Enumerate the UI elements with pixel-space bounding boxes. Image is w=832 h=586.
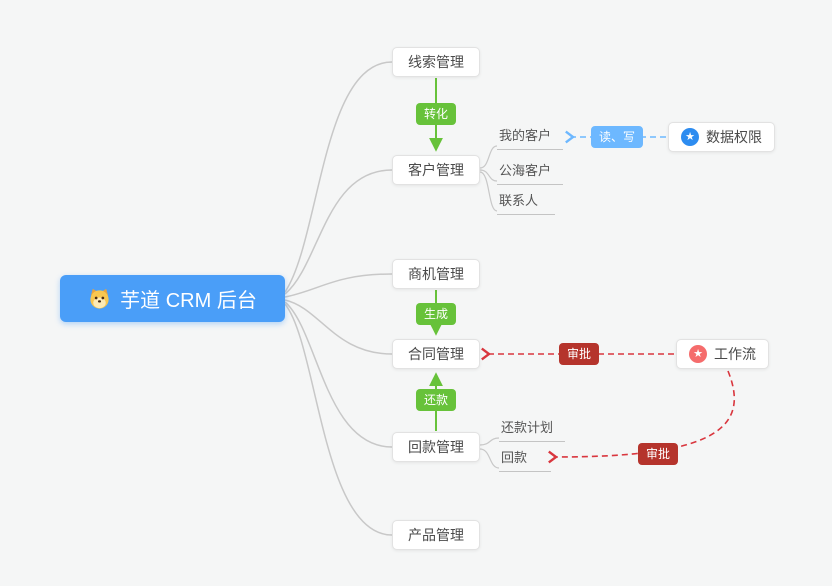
- edge-label-repay[interactable]: 还款: [415, 389, 457, 411]
- node-label: 回款管理: [408, 439, 464, 455]
- edge-receivable-repayment-plan: [479, 437, 500, 446]
- edge-label-approve-contract[interactable]: 审批: [558, 343, 600, 365]
- edge-root-business: [284, 273, 393, 298]
- edge-label-convert[interactable]: 转化: [415, 103, 457, 125]
- node-receivable-management[interactable]: 回款管理: [392, 432, 480, 462]
- node-label: 线索管理: [408, 54, 464, 70]
- star-icon: ★: [689, 345, 707, 363]
- edge-label-approve-repayment[interactable]: 审批: [637, 443, 679, 465]
- node-label: 产品管理: [408, 527, 464, 543]
- node-customer-management[interactable]: 客户管理: [392, 155, 480, 185]
- edge-customer-my-customer: [479, 145, 498, 169]
- edge-root-product: [284, 303, 393, 536]
- node-label: 商机管理: [408, 266, 464, 282]
- node-workflow[interactable]: ★ 工作流: [676, 339, 769, 369]
- node-label: 客户管理: [408, 162, 464, 178]
- root-label: 芋道 CRM 后台: [120, 290, 257, 312]
- edge-root-receivable: [284, 301, 393, 448]
- node-lead-management[interactable]: 线索管理: [392, 47, 480, 77]
- node-data-permission[interactable]: ★ 数据权限: [668, 122, 775, 152]
- subnode-contact[interactable]: 联系人: [497, 190, 555, 215]
- edge-root-contract: [284, 299, 393, 355]
- star-icon: ★: [681, 128, 699, 146]
- node-label: 合同管理: [408, 346, 464, 362]
- dog-face-icon: [90, 288, 109, 309]
- edge-receivable-repayment: [479, 448, 500, 469]
- node-label: 数据权限: [706, 129, 762, 145]
- node-product-management[interactable]: 产品管理: [392, 520, 480, 550]
- edge-customer-contact: [479, 171, 498, 212]
- edge-root-customer: [284, 169, 393, 295]
- node-business-management[interactable]: 商机管理: [392, 259, 480, 289]
- edge-label-read-write[interactable]: 读、写: [590, 126, 644, 148]
- node-label: 工作流: [714, 346, 756, 362]
- node-contract-management[interactable]: 合同管理: [392, 339, 480, 369]
- edge-customer-public-customer: [479, 169, 498, 182]
- subnode-repayment[interactable]: 回款: [499, 447, 551, 472]
- edge-label-generate[interactable]: 生成: [415, 303, 457, 325]
- root-node-crm-backend[interactable]: 芋道 CRM 后台: [60, 275, 285, 322]
- subnode-repayment-plan[interactable]: 还款计划: [499, 417, 565, 442]
- subnode-my-customer[interactable]: 我的客户: [497, 125, 563, 150]
- subnode-public-customer[interactable]: 公海客户: [497, 160, 563, 185]
- edge-root-lead: [284, 61, 393, 293]
